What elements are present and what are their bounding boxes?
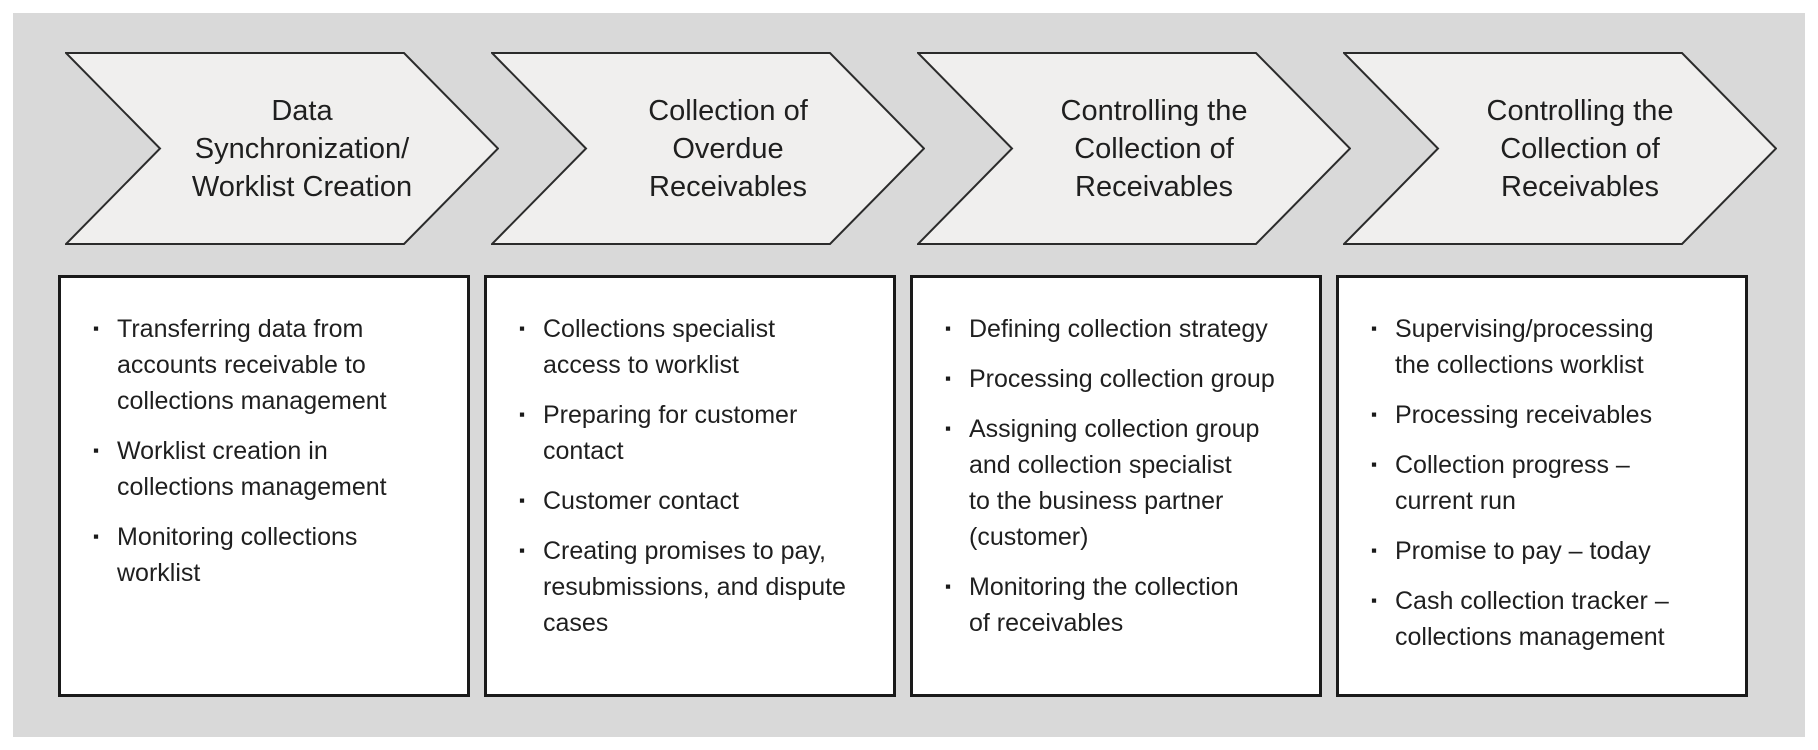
list-item: ▪ Supervising/processing the collections…	[1369, 311, 1739, 383]
stage-activities-1: ▪ Transferring data from accounts receiv…	[58, 275, 470, 697]
stage-title-1: Data Synchronization/ Worklist Creation	[191, 94, 413, 203]
chevron-arrow-icon	[65, 52, 499, 245]
list-item: ▪ Customer contact	[517, 483, 887, 519]
list-item: ▪ Monitoring the collection of receivabl…	[943, 569, 1313, 641]
list-item: ▪ Collections specialist access to workl…	[517, 311, 887, 383]
stage-activities-2: ▪ Collections specialist access to workl…	[484, 275, 896, 697]
chevron-arrow-icon	[917, 52, 1351, 245]
activity-text: Supervising/processing the collections w…	[1395, 315, 1654, 379]
activity-text: Processing collection group	[969, 365, 1275, 393]
activity-list: ▪ Collections specialist access to workl…	[487, 278, 893, 641]
process-flow-diagram: Data Synchronization/ Worklist Creation …	[13, 13, 1805, 737]
bullet-icon: ▪	[1371, 405, 1378, 424]
bullet-icon: ▪	[93, 319, 100, 338]
activity-list: ▪ Supervising/processing the collections…	[1339, 278, 1745, 655]
activity-text: Cash collection tracker – collections ma…	[1395, 587, 1669, 651]
stage-arrow-1: Data Synchronization/ Worklist Creation	[65, 52, 499, 245]
stage-arrow-3: Controlling the Collection of Receivable…	[917, 52, 1351, 245]
list-item: ▪ Assigning collection group and collect…	[943, 411, 1313, 555]
activity-text: Assigning collection group and collectio…	[969, 415, 1260, 551]
activity-text: Promise to pay – today	[1395, 537, 1651, 565]
bullet-icon: ▪	[519, 405, 526, 424]
bullet-icon: ▪	[1371, 455, 1378, 474]
activity-text: Collections specialist access to worklis…	[543, 315, 776, 379]
list-item: ▪ Creating promises to pay, resubmission…	[517, 533, 887, 641]
bullet-icon: ▪	[1371, 541, 1378, 560]
list-item: ▪ Processing collection group	[943, 361, 1313, 397]
list-item: ▪ Defining collection strategy	[943, 311, 1313, 347]
list-item: ▪ Cash collection tracker – collections …	[1369, 583, 1739, 655]
bullet-icon: ▪	[945, 577, 952, 596]
activity-text: Defining collection strategy	[969, 315, 1268, 343]
bullet-icon: ▪	[519, 491, 526, 510]
activity-text: Processing receivables	[1395, 401, 1653, 429]
bullet-icon: ▪	[93, 441, 100, 460]
bullet-icon: ▪	[945, 319, 952, 338]
activity-text: Preparing for customer contact	[543, 401, 798, 465]
list-item: ▪ Processing receivables	[1369, 397, 1739, 433]
list-item: ▪ Transferring data from accounts receiv…	[91, 311, 461, 419]
bullet-icon: ▪	[519, 541, 526, 560]
activity-list: ▪ Transferring data from accounts receiv…	[61, 278, 467, 591]
bullet-icon: ▪	[945, 419, 952, 438]
chevron-arrow-icon	[1343, 52, 1777, 245]
activity-text: Monitoring collections worklist	[117, 523, 358, 587]
activity-text: Creating promises to pay, resubmissions,…	[543, 537, 846, 637]
list-item: ▪ Worklist creation in collections manag…	[91, 433, 461, 505]
activity-text: Collection progress – current run	[1395, 451, 1630, 515]
bullet-icon: ▪	[1371, 319, 1378, 338]
stage-activities-4: ▪ Supervising/processing the collections…	[1336, 275, 1748, 697]
activity-list: ▪ Defining collection strategy ▪ Process…	[913, 278, 1319, 641]
chevron-arrow-icon	[491, 52, 925, 245]
activity-text: Customer contact	[543, 487, 739, 515]
bullet-icon: ▪	[93, 527, 100, 546]
list-item: ▪ Preparing for customer contact	[517, 397, 887, 469]
bullet-icon: ▪	[519, 319, 526, 338]
stage-activities-3: ▪ Defining collection strategy ▪ Process…	[910, 275, 1322, 697]
list-item: ▪ Promise to pay – today	[1369, 533, 1739, 569]
stage-arrow-4: Controlling the Collection of Receivable…	[1343, 52, 1777, 245]
bullet-icon: ▪	[1371, 591, 1378, 610]
stage-title-4: Controlling the Collection of Receivable…	[1486, 94, 1674, 203]
activity-text: Worklist creation in collections managem…	[117, 437, 387, 501]
bullet-icon: ▪	[945, 369, 952, 388]
activity-text: Monitoring the collection of receivables	[969, 573, 1239, 637]
stage-title-3: Controlling the Collection of Receivable…	[1060, 94, 1248, 203]
stage-title-2: Collection of Overdue Receivables	[648, 94, 808, 203]
stage-arrow-2: Collection of Overdue Receivables	[491, 52, 925, 245]
list-item: ▪ Collection progress – current run	[1369, 447, 1739, 519]
list-item: ▪ Monitoring collections worklist	[91, 519, 461, 591]
activity-text: Transferring data from accounts receivab…	[117, 315, 387, 415]
